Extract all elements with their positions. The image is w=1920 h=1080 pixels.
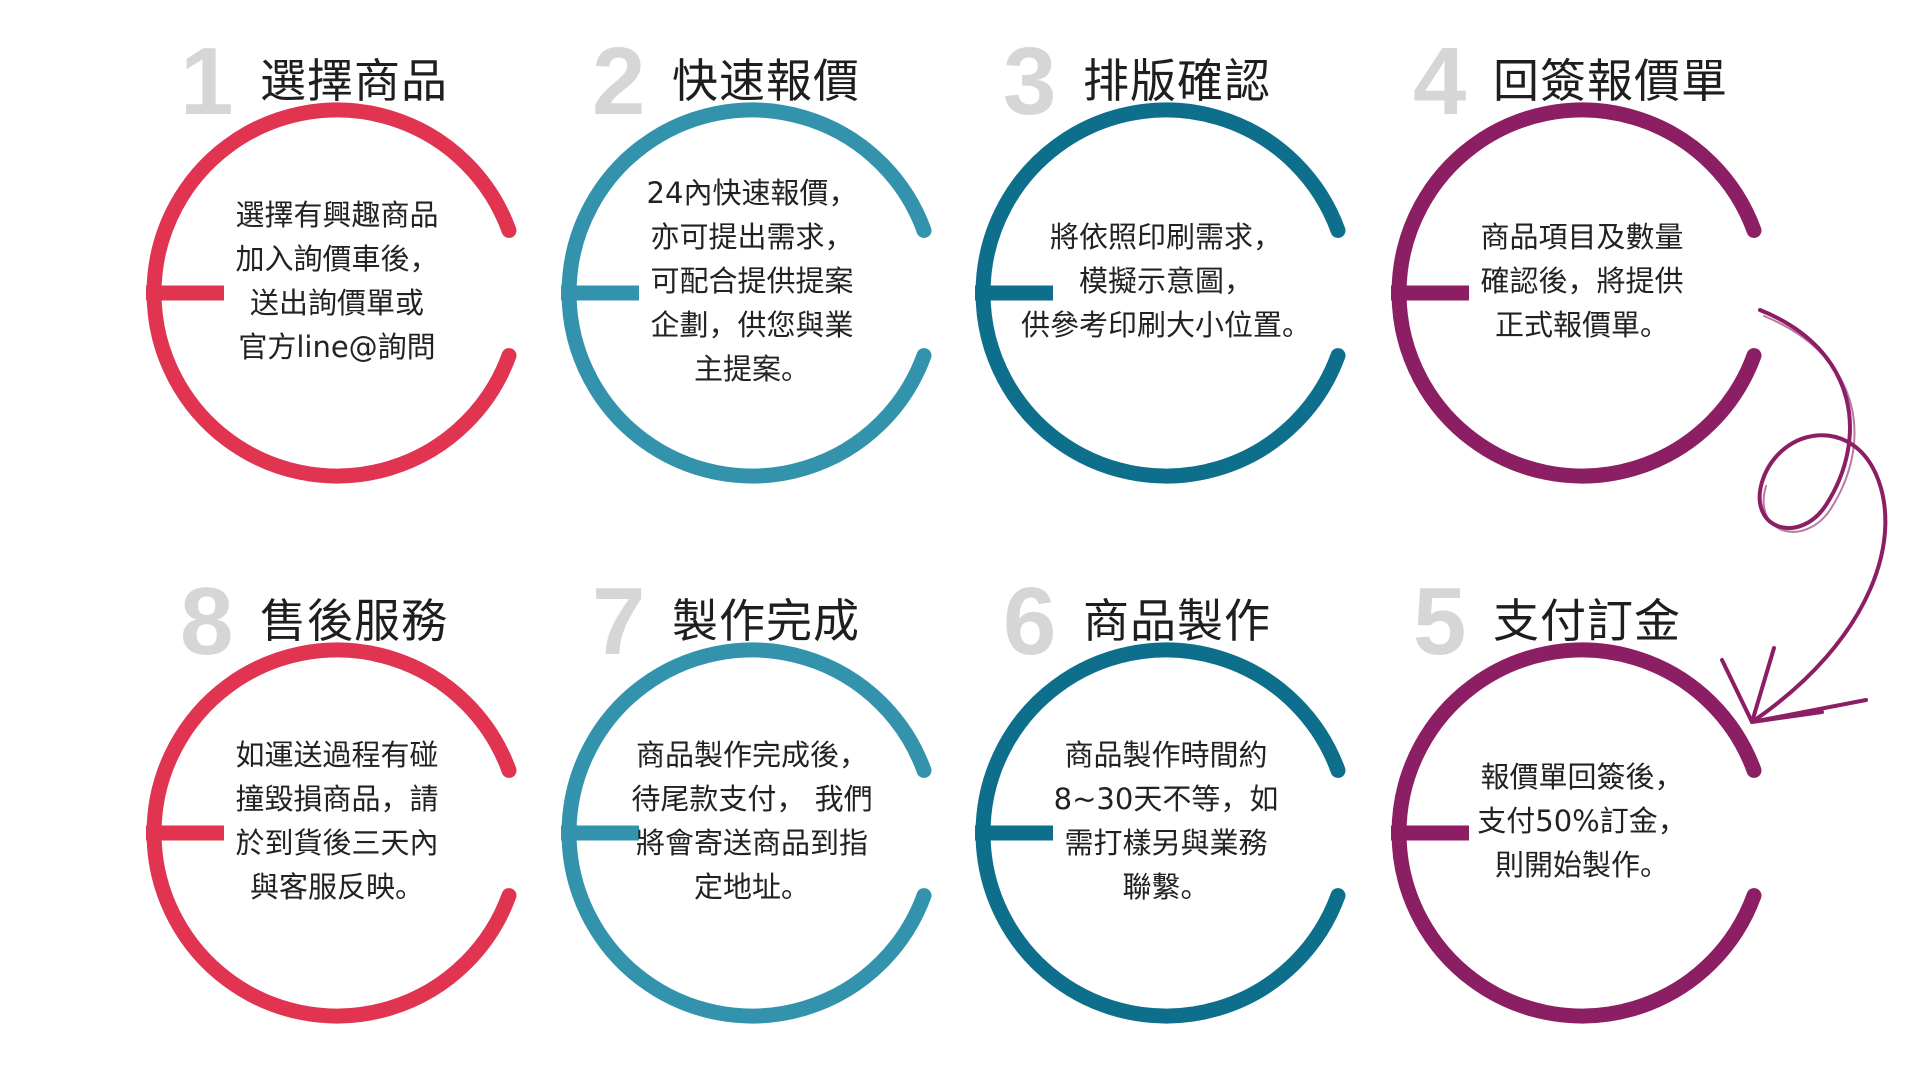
step-number-8: 8	[180, 568, 234, 675]
step-description-line: 如運送過程有碰	[235, 738, 439, 772]
step-description-2: 24內快速報價， 亦可提出需求， 可配合提供提案企劃，供您與業主提案。	[602, 171, 902, 391]
step-title-4: 回簽報價單	[1493, 54, 1728, 108]
step-number-1: 1	[180, 28, 234, 135]
step-description-line: 聯繫。	[1122, 870, 1210, 904]
step-number-6: 6	[1003, 568, 1057, 675]
step-description-line: 將會寄送商品到指	[635, 826, 868, 860]
step-description-line: 亦可提出需求，	[650, 220, 854, 254]
curved-arrow-loop-shadow	[1762, 315, 1856, 533]
step-description-6: 商品製作時間約 8~30天不等，如需打樣另與業務聯繫。	[1016, 733, 1316, 909]
step-number-4: 4	[1413, 28, 1467, 135]
step-description-line: 則開始製作。	[1494, 848, 1669, 882]
step-description-line: 官方line@詢問	[238, 330, 436, 364]
step-description-5: 報價單回簽後， 支付50%訂金， 則開始製作。	[1432, 755, 1732, 887]
step-description-line: 與客服反映。	[249, 870, 424, 904]
step-description-line: 主提案。	[693, 352, 810, 386]
step-description-line: 送出詢價單或	[249, 286, 424, 320]
step-title-5: 支付訂金	[1493, 594, 1681, 648]
step-description-line: 正式報價單。	[1494, 308, 1669, 342]
step-description-1: 選擇有興趣商品加入詢價車後， 送出詢價單或官方line@詢問	[187, 193, 487, 369]
step-description-line: 需打樣另與業務	[1064, 826, 1268, 860]
step-description-line: 24內快速報價，	[646, 176, 858, 210]
curved-arrow-head	[1720, 646, 1868, 724]
step-title-8: 售後服務	[260, 594, 448, 648]
step-description-line: 8~30天不等，如	[1053, 782, 1279, 816]
step-title-3: 排版確認	[1083, 54, 1271, 108]
step-description-line: 模擬示意圖，	[1078, 264, 1253, 298]
step-description-line: 待尾款支付， 我們	[631, 782, 873, 816]
step-description-line: 企劃，供您與業	[650, 308, 854, 342]
step-description-line: 定地址。	[693, 870, 810, 904]
step-description-line: 加入詢價車後，	[235, 242, 439, 276]
step-description-7: 商品製作完成後， 待尾款支付， 我們將會寄送商品到指定地址。	[602, 733, 902, 909]
step-title-6: 商品製作	[1083, 594, 1271, 648]
step-description-8: 如運送過程有碰撞毀損商品，請於到貨後三天內與客服反映。	[187, 733, 487, 909]
step-description-line: 可配合提供提案	[650, 264, 854, 298]
step-description-line: 選擇有興趣商品	[235, 198, 439, 232]
step-description-line: 商品製作完成後，	[635, 738, 868, 772]
step-number-7: 7	[592, 568, 646, 675]
step-description-line: 報價單回簽後，	[1480, 760, 1684, 794]
step-number-3: 3	[1003, 28, 1057, 135]
step-description-line: 將依照印刷需求，	[1049, 220, 1282, 254]
step-description-line: 撞毀損商品，請	[235, 782, 439, 816]
curved-arrow-icon	[1720, 308, 1888, 724]
step-description-line: 於到貨後三天內	[235, 826, 439, 860]
step-description-line: 確認後，將提供	[1480, 264, 1684, 298]
step-title-7: 製作完成	[672, 594, 860, 648]
step-description-line: 支付50%訂金，	[1477, 804, 1687, 838]
step-connectors	[146, 285, 1469, 841]
step-description-line: 供參考印刷大小位置。	[1020, 308, 1311, 342]
step-description-line: 商品項目及數量	[1480, 220, 1684, 254]
step-number-2: 2	[592, 28, 646, 135]
curved-arrow-loop	[1750, 308, 1888, 724]
step-description-line: 商品製作時間約	[1064, 738, 1268, 772]
step-number-5: 5	[1413, 568, 1467, 675]
step-title-2: 快速報價	[672, 54, 860, 108]
step-description-3: 將依照印刷需求， 模擬示意圖， 供參考印刷大小位置。	[1016, 215, 1316, 347]
step-description-4: 商品項目及數量確認後，將提供正式報價單。	[1432, 215, 1732, 347]
step-title-1: 選擇商品	[260, 54, 448, 108]
